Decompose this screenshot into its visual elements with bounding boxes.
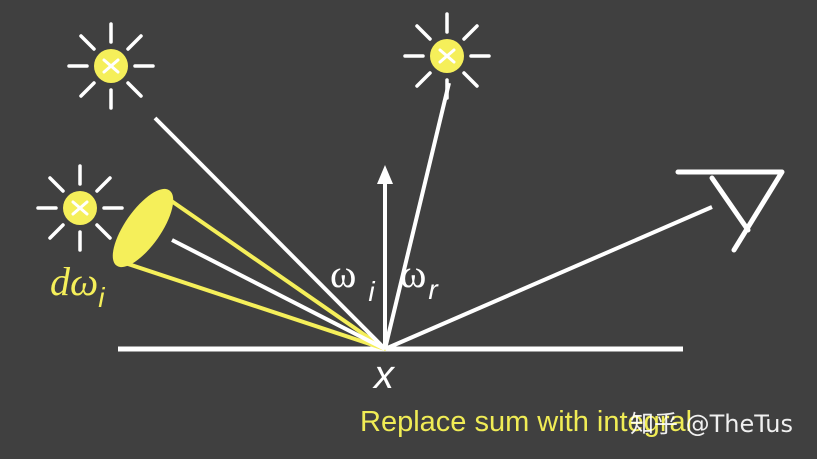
x-point-label: x [372, 353, 396, 397]
omega-r-subscript: r [428, 274, 439, 305]
normal-arrow-head [377, 165, 393, 184]
omega-i-subscript: i [368, 276, 375, 307]
d-omega-label: dωi [50, 259, 105, 313]
omega-r-label: ωr [400, 251, 439, 305]
reflected-ray-to-light [383, 82, 451, 350]
light-source-icon [67, 22, 155, 110]
omega-r-main: ω [400, 251, 426, 296]
d-omega-subscript: i [98, 282, 105, 313]
caption: Replace sum with integral [360, 406, 692, 438]
incident-ray-side [171, 238, 386, 351]
incident-ray-main [153, 116, 387, 351]
omega-i-main: ω [330, 251, 356, 296]
watermark: 知乎 @TheTus [630, 410, 793, 438]
light-source-icon [36, 164, 124, 252]
light-source-icon [403, 12, 491, 100]
d-omega-main: dω [50, 259, 98, 304]
solid-angle-disk [112, 188, 174, 268]
reflected-ray-to-eye [384, 205, 713, 351]
eye-icon [675, 169, 785, 253]
